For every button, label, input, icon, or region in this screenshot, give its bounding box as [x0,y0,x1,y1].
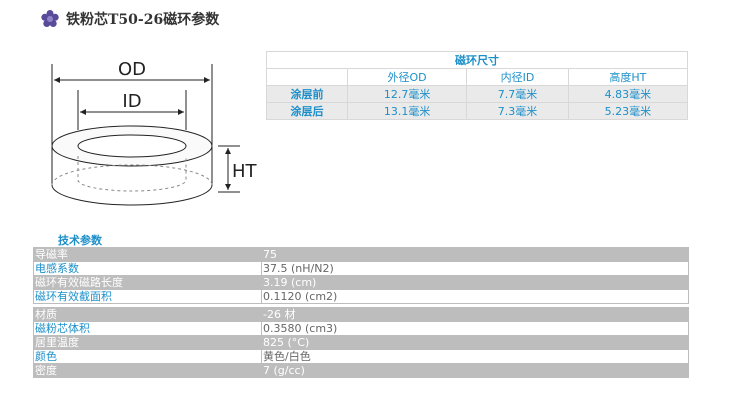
tech-spacer [33,303,689,308]
tech-row: 居里温度 825 (°C) [33,335,689,350]
tech-row: 密度 7 (g/cc) [33,363,689,378]
tech-row: 电感系数 37.5 (nH/N2) [33,261,689,276]
tech-row: 颜色 黄色/白色 [33,349,689,364]
param-value: 3.19 (cm) [261,275,689,290]
dimensions-row-after-coating: 涂层后 13.1毫米 7.3毫米 5.23毫米 [266,102,689,120]
value-id: 7.3毫米 [466,102,569,120]
param-value: 825 (°C) [261,335,689,350]
tech-row: 材质 -26 材 [33,307,689,322]
row-label: 涂层后 [266,102,348,120]
param-key: 材质 [33,307,262,322]
param-key: 磁环有效截面积 [33,289,262,304]
value-od: 13.1毫米 [346,102,468,120]
value-id: 7.7毫米 [466,85,569,103]
page-header: 铁粉芯T50-26磁环参数 [40,6,219,32]
od-label: OD [118,59,146,80]
param-value: 37.5 (nH/N2) [261,261,689,276]
value-od: 12.7毫米 [346,85,468,103]
param-value: -26 材 [261,307,689,322]
value-ht: 5.23毫米 [567,102,689,120]
dimensions-caption: 磁环尺寸 [266,51,688,69]
ht-label: HT [232,161,258,182]
page-title: 铁粉芯T50-26磁环参数 [66,12,220,28]
flower-bullet-icon [41,10,59,27]
dimensions-table: 磁环尺寸 外径OD 内径ID 高度HT 涂层前 12.7毫米 7.7毫米 4.8… [266,51,689,120]
header-id: 内径ID [466,68,569,86]
header-ht: 高度HT [567,68,689,86]
tech-row: 导磁率 75 [33,247,689,262]
param-key: 密度 [33,363,262,378]
tech-params-table: 导磁率 75 电感系数 37.5 (nH/N2) 磁环有效磁路长度 3.19 (… [33,247,689,378]
tech-row: 磁环有效磁路长度 3.19 (cm) [33,275,689,290]
id-label: ID [122,91,141,112]
tech-row: 磁粉芯体积 0.3580 (cm3) [33,321,689,336]
header-empty [266,68,348,86]
param-key: 磁环有效磁路长度 [33,275,262,290]
param-key: 居里温度 [33,335,262,350]
param-value: 75 [261,247,689,262]
param-key: 导磁率 [33,247,262,262]
param-value: 0.3580 (cm3) [261,321,689,336]
tech-section-title: 技术参数 [58,234,102,247]
toroid-dimension-diagram: OD ID HT [51,59,258,206]
param-key: 颜色 [33,349,262,364]
dimensions-row-before-coating: 涂层前 12.7毫米 7.7毫米 4.83毫米 [266,85,689,103]
param-value: 7 (g/cc) [261,363,689,378]
dimensions-caption-row: 磁环尺寸 [266,51,688,69]
tech-row: 磁环有效截面积 0.1120 (cm2) [33,289,689,304]
param-value: 0.1120 (cm2) [261,289,689,304]
row-label: 涂层前 [266,85,348,103]
value-ht: 4.83毫米 [567,85,689,103]
param-value: 黄色/白色 [261,349,689,364]
param-key: 磁粉芯体积 [33,321,262,336]
param-key: 电感系数 [33,261,262,276]
dimensions-header-row: 外径OD 内径ID 高度HT [266,68,689,86]
header-od: 外径OD [346,68,468,86]
